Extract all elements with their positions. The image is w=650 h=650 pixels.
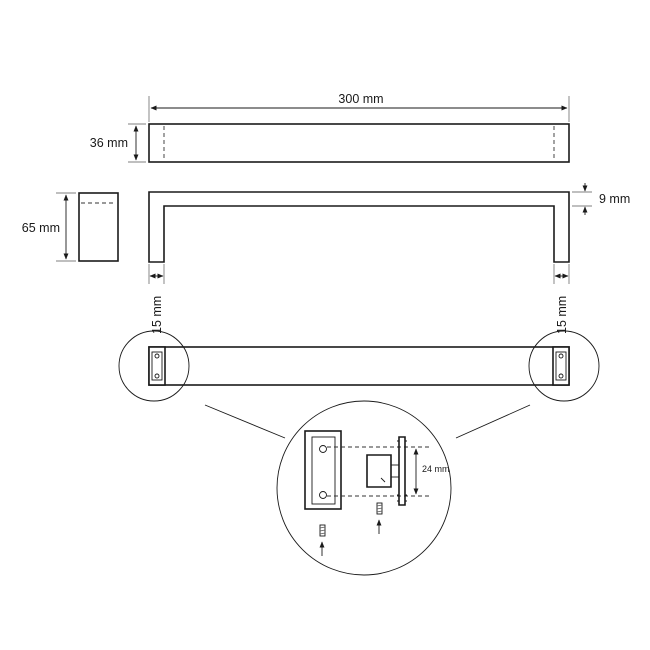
detail-hole-bottom	[319, 491, 327, 499]
detail-bracket	[366, 454, 392, 488]
detail-plate-inner	[311, 436, 336, 505]
top-view: 300 mm 36 mm	[90, 92, 570, 163]
handle-profile	[148, 191, 570, 263]
detail-wall-plate-notches	[397, 440, 407, 502]
mounting-detail: 24 mm	[204, 400, 531, 576]
screw-hole-left-bottom	[154, 373, 160, 379]
set-screw-right	[376, 502, 383, 515]
bottom-view-bar	[148, 346, 570, 386]
leader-line-right	[455, 404, 531, 439]
length-label: 300 mm	[338, 92, 383, 106]
detail-plate-outer	[304, 430, 342, 510]
thickness-label: 9 mm	[599, 192, 630, 206]
mount-right-label: 15 mm	[555, 296, 569, 334]
detail-hole-top	[319, 445, 327, 453]
set-screw-left	[319, 524, 326, 537]
spacing-label: 24 mm	[422, 464, 450, 474]
mount-left-label: 15 mm	[150, 296, 164, 334]
side-view-block	[78, 192, 119, 262]
front-view: 9 mm 15 mm 15 mm	[148, 183, 630, 334]
set-screw-right-thread	[376, 504, 383, 513]
set-screw-left-thread	[319, 526, 326, 535]
bottom-view	[118, 330, 600, 402]
depth-label: 36 mm	[90, 136, 128, 150]
mount-insert-left	[151, 351, 163, 381]
leader-line-left	[204, 404, 286, 439]
detail-bracket-mark	[380, 477, 386, 483]
detail-circle-left	[118, 330, 190, 402]
screw-hole-right-top	[558, 353, 564, 359]
mount-insert-right	[555, 351, 567, 381]
screw-hole-right-bottom	[558, 373, 564, 379]
detail-magnifier	[276, 400, 452, 576]
detail-circle-right	[528, 330, 600, 402]
top-view-bar	[148, 123, 570, 163]
height-label: 65 mm	[22, 221, 60, 235]
detail-wall-plate	[398, 436, 406, 506]
side-view: 65 mm	[22, 192, 119, 262]
screw-hole-left-top	[154, 353, 160, 359]
